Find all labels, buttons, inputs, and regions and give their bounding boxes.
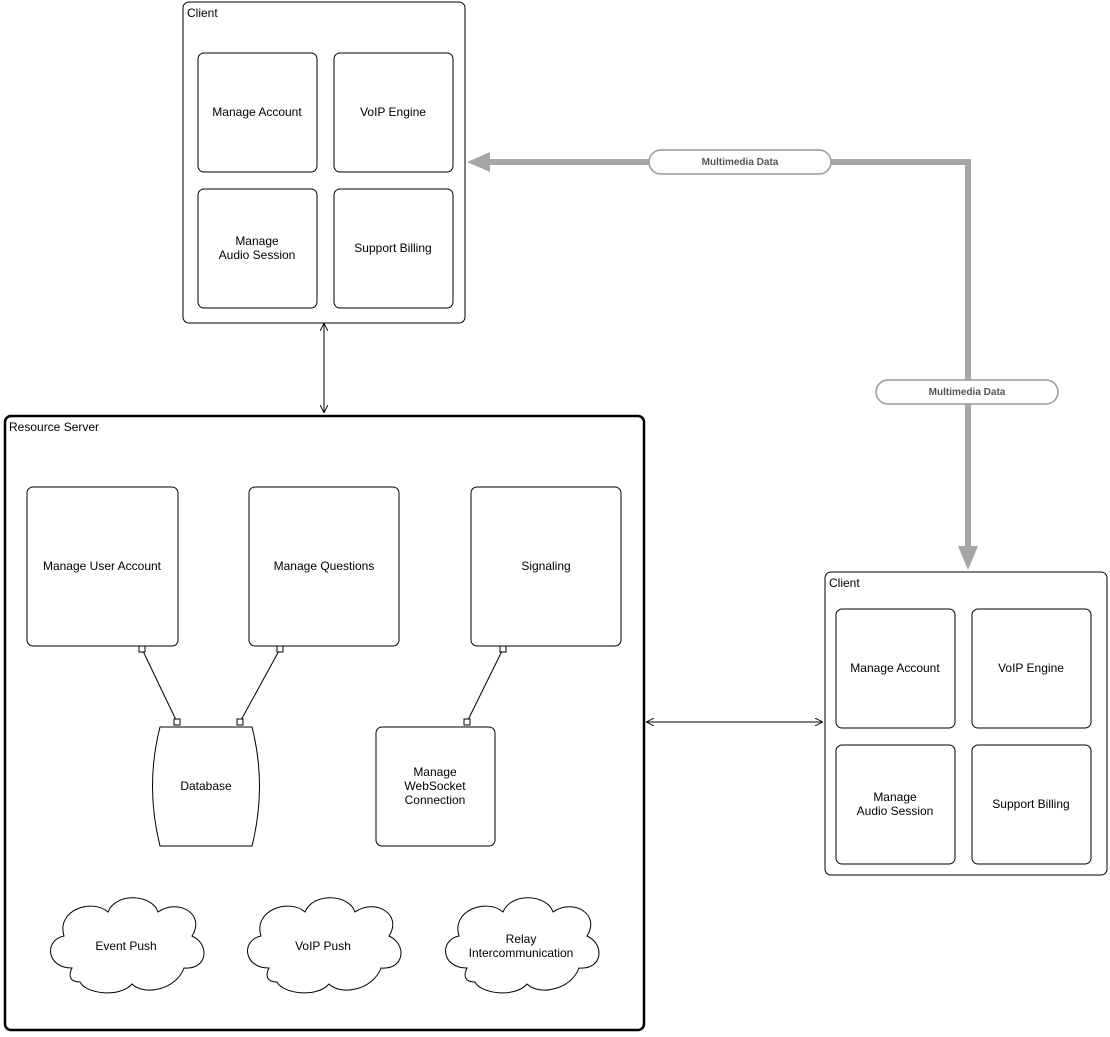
voip-push-label: VoIP Push [295, 939, 351, 953]
client-top-title: Client [187, 6, 218, 20]
signaling-box[interactable]: Signaling [470, 486, 622, 647]
multimedia-label-2: Multimedia Data [929, 387, 1006, 398]
client-right: Client Manage Account VoIP Engine Manage… [824, 571, 1108, 876]
multimedia-arrowhead-down [958, 546, 978, 570]
manage-questions-box[interactable]: Manage Questions [248, 486, 400, 647]
client-top-support-billing-label: Support Billing [354, 241, 431, 255]
event-push-label: Event Push [95, 939, 156, 953]
signaling-websocket-connector [463, 645, 507, 726]
multimedia-arrowhead-left [467, 152, 490, 172]
manage-user-account-label: Manage User Account [43, 559, 162, 573]
event-push-cloud[interactable]: Event Push [50, 897, 205, 994]
manage-questions-label: Manage Questions [274, 559, 375, 573]
client-top-manage-account[interactable]: Manage Account [197, 52, 318, 173]
manage-user-account-box[interactable]: Manage User Account [26, 486, 179, 647]
client-right-voip-engine-label: VoIP Engine [998, 661, 1064, 675]
client-top-manage-account-label: Manage Account [212, 105, 302, 119]
signaling-label: Signaling [521, 559, 570, 573]
multimedia-label-pill-1: Multimedia Data [648, 149, 832, 175]
client-top: Client Manage Account VoIP Engine Manage… [182, 1, 466, 324]
client-right-manage-account-label: Manage Account [850, 661, 940, 675]
client-top-voip-engine[interactable]: VoIP Engine [333, 52, 454, 173]
client-right-support-billing[interactable]: Support Billing [971, 744, 1092, 865]
db-user-account-connector [138, 645, 181, 726]
db-questions-connector [236, 645, 284, 726]
multimedia-flow: Multimedia Data Multimedia Data [467, 149, 1059, 570]
resource-server: Resource Server Manage User Account Mana… [3, 414, 646, 1032]
voip-push-cloud[interactable]: VoIP Push [247, 897, 402, 994]
multimedia-label-1: Multimedia Data [702, 157, 779, 168]
resource-server-title: Resource Server [9, 420, 99, 434]
database-shape[interactable]: Database [152, 726, 260, 847]
database-label: Database [180, 779, 232, 793]
client-top-voip-engine-label: VoIP Engine [360, 105, 426, 119]
client-right-support-billing-label: Support Billing [992, 797, 1069, 811]
client-right-voip-engine[interactable]: VoIP Engine [971, 608, 1092, 729]
multimedia-label-pill-2: Multimedia Data [875, 379, 1059, 405]
client-right-title: Client [829, 576, 860, 590]
client-top-support-billing[interactable]: Support Billing [333, 188, 454, 309]
client-right-manage-account[interactable]: Manage Account [835, 608, 956, 729]
